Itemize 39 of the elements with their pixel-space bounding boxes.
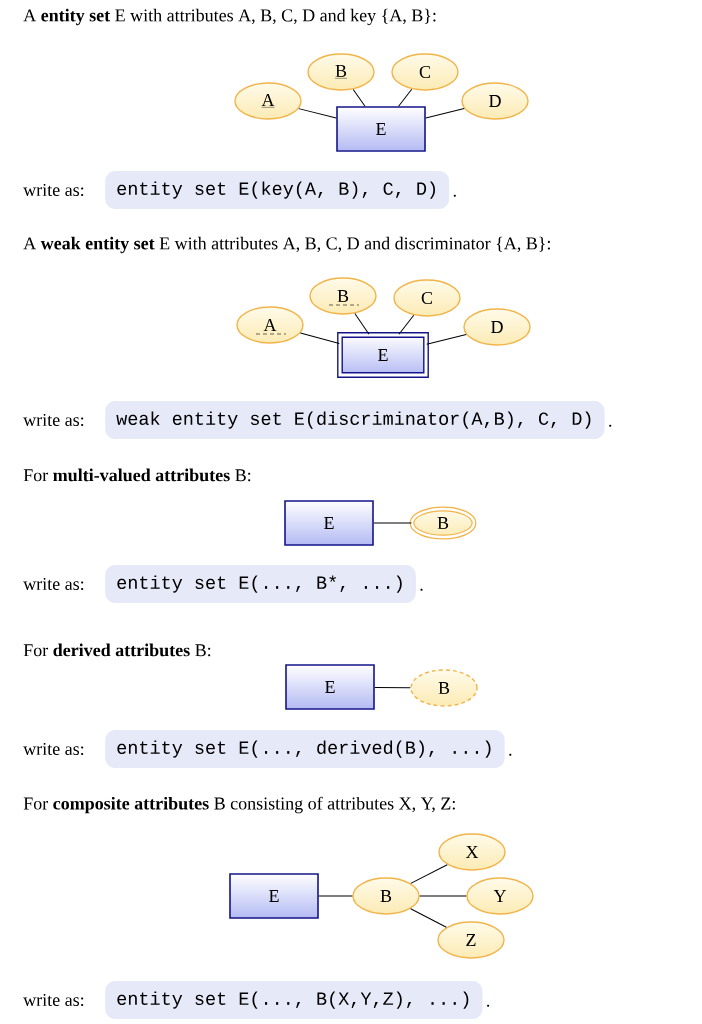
period: . <box>509 753 512 756</box>
code-box: entity set E(..., B(X,Y,Z), ...) <box>105 981 483 1019</box>
connector-line <box>373 522 412 524</box>
write-as-label: write as: <box>23 742 84 756</box>
connector-line <box>299 332 340 344</box>
connector-line <box>352 88 366 107</box>
heading-sentence: For derived attributes B: <box>23 643 211 657</box>
entity-box: E <box>284 500 374 546</box>
code-box: weak entity set E(discriminator(A,B), C, D) <box>105 401 605 439</box>
write-as-label: write as: <box>23 993 84 1007</box>
entity-box: E <box>336 106 426 152</box>
period: . <box>453 194 456 197</box>
entity-box: E <box>285 664 375 710</box>
connector-line <box>318 895 353 897</box>
connector-line <box>425 108 465 119</box>
connector-line <box>426 334 467 345</box>
code-box: entity set E(..., B*, ...) <box>105 565 416 603</box>
connector-line <box>298 108 337 119</box>
heading-sentence: A weak entity set E with attributes A, B, C, D and discriminator {A, B}: <box>23 236 550 254</box>
connector-line <box>354 313 370 335</box>
connector-line <box>410 864 448 884</box>
connector-line <box>410 908 447 928</box>
write-as-label: write as: <box>23 413 84 427</box>
entity-box: E <box>229 873 319 919</box>
connector-line <box>398 314 415 335</box>
code-box: entity set E(..., derived(B), ...) <box>105 730 505 768</box>
weak-entity-box: E <box>337 332 429 378</box>
period: . <box>609 424 612 427</box>
write-as-label: write as: <box>23 183 84 197</box>
period: . <box>420 588 423 591</box>
write-as-label: write as: <box>23 577 84 591</box>
heading-sentence: A entity set E with attributes A, B, C, D and key {A, B}: <box>23 8 436 26</box>
heading-sentence: For multi-valued attributes B: <box>23 468 251 482</box>
period: . <box>487 1004 490 1007</box>
code-box: entity set E(key(A, B), C, D) <box>105 171 450 209</box>
connector-line <box>374 686 411 689</box>
heading-sentence: For composite attributes B consisting of attributes X, Y, Z: <box>23 796 455 814</box>
connector-line <box>398 88 413 107</box>
connector-line <box>419 895 467 897</box>
